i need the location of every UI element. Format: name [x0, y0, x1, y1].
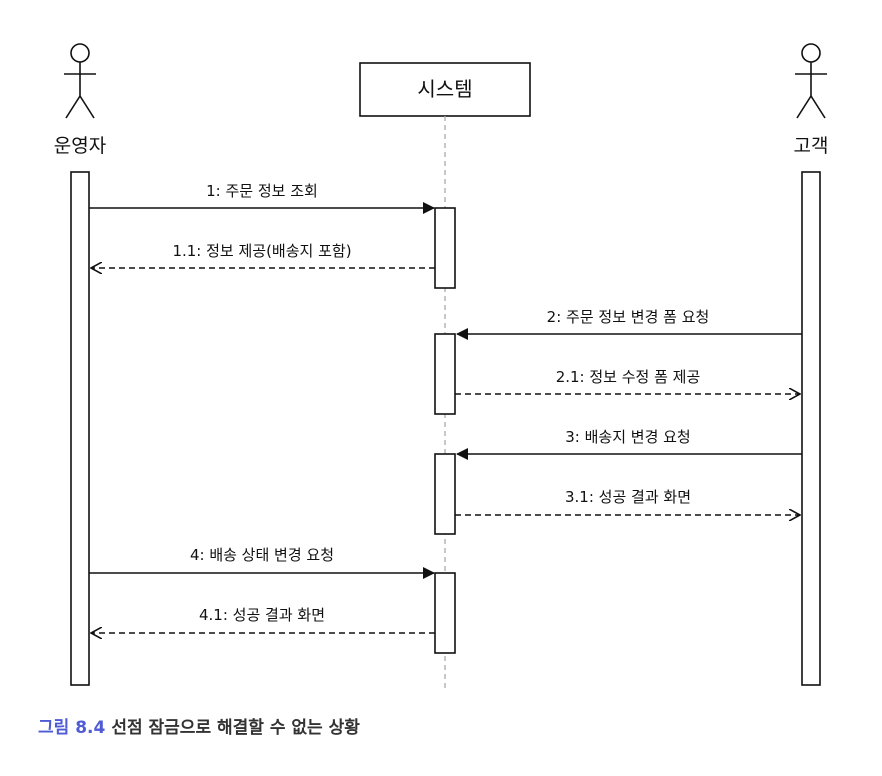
- figure-number: 그림 8.4: [38, 718, 106, 738]
- system-activation-bar: [434, 207, 456, 289]
- message-label: 1.1: 정보 제공(배송지 포함): [172, 242, 351, 260]
- system-label: 시스템: [417, 77, 472, 101]
- system-activation-bar: [434, 572, 456, 654]
- customer-label: 고객: [794, 135, 829, 157]
- operator-label: 운영자: [54, 135, 106, 157]
- message-label: 2: 주문 정보 변경 폼 요청: [547, 308, 710, 326]
- message-label: 2.1: 정보 수정 폼 제공: [556, 368, 701, 386]
- operator-lifeline-bar: [70, 171, 90, 686]
- figure-caption-text: 선점 잠금으로 해결할 수 없는 상황: [111, 718, 360, 738]
- message-label: 4: 배송 상태 변경 요청: [190, 546, 334, 564]
- system-activation-bar: [434, 333, 456, 415]
- message-label: 4.1: 성공 결과 화면: [199, 606, 325, 624]
- message-label: 3.1: 성공 결과 화면: [565, 488, 691, 506]
- sequence-diagram: 운영자 고객 시스템 1: 주문 정보 조회 1.1: 정보 제공(배송지 포함…: [54, 43, 829, 690]
- customer-actor-icon: [795, 43, 827, 119]
- system-activation-bar: [434, 453, 456, 535]
- message-label: 1: 주문 정보 조회: [206, 182, 318, 200]
- operator-actor-icon: [64, 43, 96, 119]
- message-label: 3: 배송지 변경 요청: [565, 428, 691, 446]
- customer-lifeline-bar: [801, 171, 821, 686]
- system-participant-box: [359, 62, 531, 117]
